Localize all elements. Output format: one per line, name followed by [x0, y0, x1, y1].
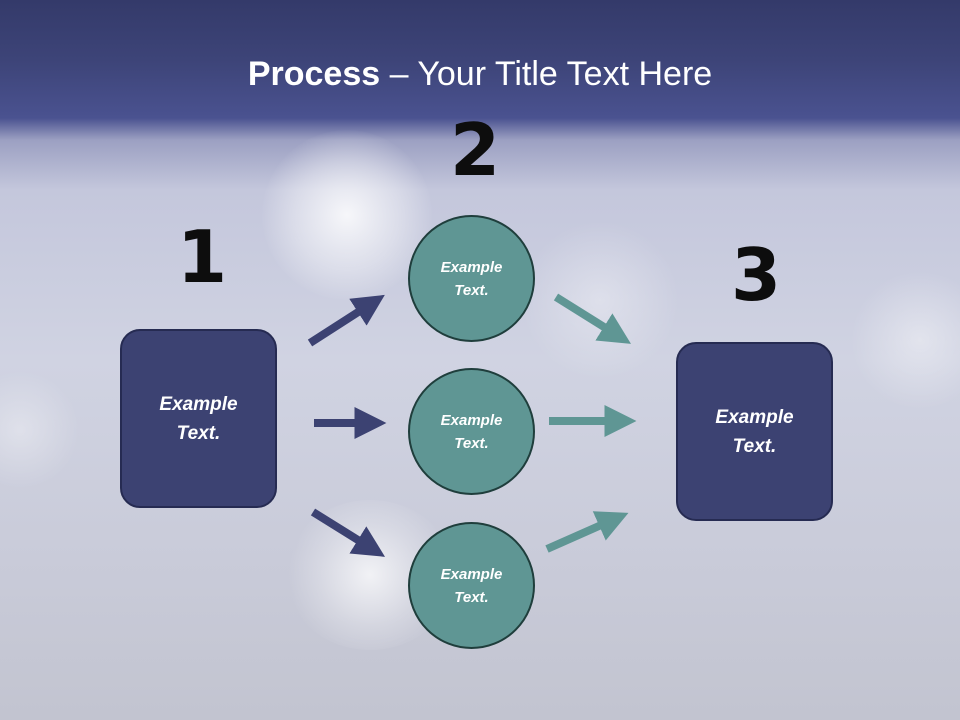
step-2-bottom-text: Example Text.	[440, 565, 503, 606]
step-2-top-text: Example Text.	[440, 258, 503, 299]
step-2-circle-top: Example Text.	[408, 215, 535, 342]
title-bold: Process	[247, 55, 381, 93]
step-number-3: 3	[731, 233, 782, 317]
step-2-circle-bottom: Example Text.	[408, 522, 535, 649]
arrow-bottom-to-3	[545, 511, 629, 553]
step-1-box: Example Text.	[120, 329, 277, 508]
step-2-middle-text: Example Text.	[440, 411, 503, 452]
arrow-1-to-top	[307, 294, 385, 347]
step-1-text: Example Text.	[159, 393, 238, 444]
title-rest: – Your Title Text Here	[380, 55, 713, 93]
step-3-box: Example Text.	[676, 342, 833, 521]
step-2-circle-middle: Example Text.	[408, 368, 535, 495]
page-title: Process – Your Title Text Here	[0, 50, 960, 98]
step-number-2: 2	[450, 108, 501, 192]
step-3-text: Example Text.	[715, 406, 794, 457]
step-number-1: 1	[177, 215, 228, 299]
arrow-1-to-bottom	[310, 508, 386, 557]
arrow-top-to-3	[553, 293, 631, 344]
